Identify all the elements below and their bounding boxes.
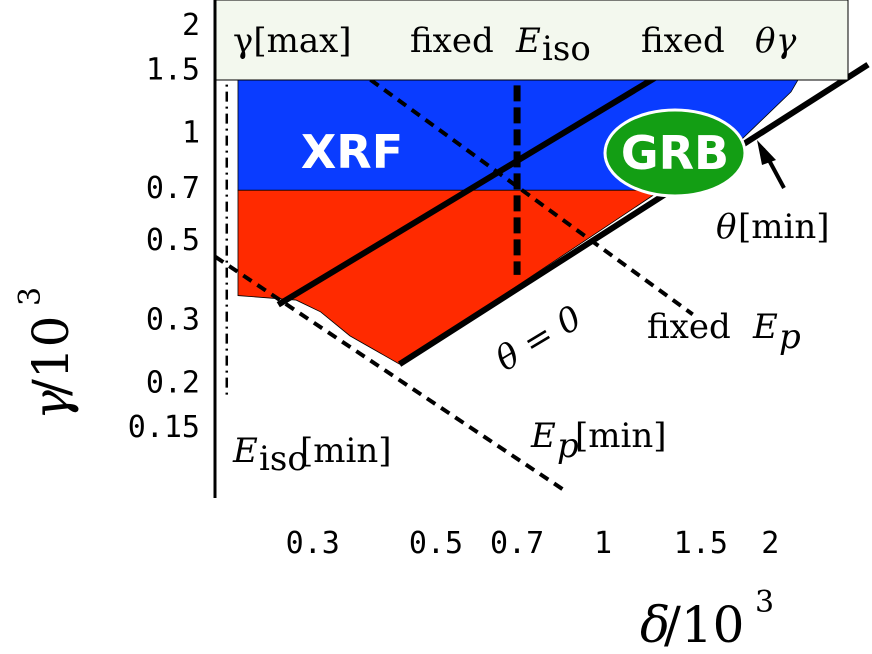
lines-layer (213, 41, 870, 492)
y-tick-label: 2 (182, 8, 200, 43)
fixed-theta-gamma-prefix: fixed (641, 21, 725, 61)
x-tick-label: 1 (594, 526, 612, 561)
theta-min-arrowhead (757, 140, 776, 165)
annotation-fixed-ep: fixed E p (647, 307, 801, 357)
gamma-max-text: γ[max] (233, 21, 352, 61)
annotation-fixed-theta-gamma: fixed θ γ (641, 21, 797, 61)
theta-min-theta: θ (716, 207, 736, 247)
top-label-band (214, 0, 849, 81)
y-tick-label: 0.2 (146, 365, 200, 400)
line-2-dashed (355, 68, 694, 317)
y-tick-label: 0.7 (146, 171, 200, 206)
x-tick-label: 2 (761, 526, 779, 561)
x-tick-labels: 0.3 0.5 0.7 1 1.5 2 (286, 526, 780, 561)
ep-min-sub: p (557, 426, 579, 466)
grb-badge: GRB (603, 108, 747, 198)
region-red-1 (237, 189, 663, 365)
x-tick-label: 0.3 (286, 526, 340, 561)
x-axis-title-delta: δ (640, 596, 670, 654)
annotation-ep-min: E p [min] (530, 416, 667, 466)
y-axis-title-exp: 3 (13, 287, 48, 306)
line-1-solid (397, 62, 870, 367)
x-tick-label: 1.5 (674, 526, 728, 561)
grb-ellipse (603, 108, 747, 198)
y-tick-label: 0.15 (128, 410, 200, 445)
y-axis-title: γ /10 3 (13, 287, 80, 420)
y-axis-title-gamma: γ (22, 390, 80, 420)
fixed-ep-E: E (752, 307, 778, 347)
line-3-dashed (213, 254, 566, 492)
eiso-min-suffix: [min] (300, 431, 392, 471)
y-axis-title-rest: /10 (22, 316, 80, 396)
annotation-gamma-max: γ[max] (233, 21, 352, 61)
xrf-label: XRF (301, 125, 403, 179)
theta-min-suffix: [min] (738, 207, 830, 247)
x-tick-label: 0.5 (409, 526, 463, 561)
fixed-theta-gamma-theta: θ (755, 21, 775, 61)
x-axis-title: δ /10 3 (640, 585, 774, 654)
fixed-eiso-prefix: fixed (410, 21, 494, 61)
fixed-theta-gamma-gamma: γ (776, 21, 797, 61)
y-tick-label: 1 (182, 116, 200, 151)
ep-min-E: E (530, 416, 556, 456)
eiso-min-sub: iso (259, 439, 308, 479)
x-tick-label: 0.7 (490, 526, 544, 561)
annotation-eiso-min: E iso [min] (232, 431, 392, 479)
x-axis-title-rest: /10 (664, 596, 744, 654)
y-tick-label: 0.3 (146, 303, 200, 338)
y-tick-label: 0.5 (146, 223, 200, 258)
fixed-ep-sub: p (779, 317, 801, 357)
ep-min-suffix: [min] (575, 416, 667, 456)
fixed-eiso-sub: iso (542, 29, 591, 69)
fixed-eiso-E: E (515, 21, 541, 61)
annotation-theta-min: θ [min] (716, 140, 830, 247)
x-axis-title-exp: 3 (755, 585, 774, 620)
fixed-ep-prefix: fixed (647, 307, 731, 347)
y-tick-labels: 2 1.5 1 0.7 0.5 0.3 0.2 0.15 (128, 8, 200, 445)
annotation-fixed-eiso: fixed E iso (410, 21, 591, 69)
eiso-min-E: E (232, 431, 258, 471)
line-0-solid (276, 47, 703, 308)
grb-label: GRB (621, 126, 729, 180)
y-tick-label: 1.5 (146, 53, 200, 88)
